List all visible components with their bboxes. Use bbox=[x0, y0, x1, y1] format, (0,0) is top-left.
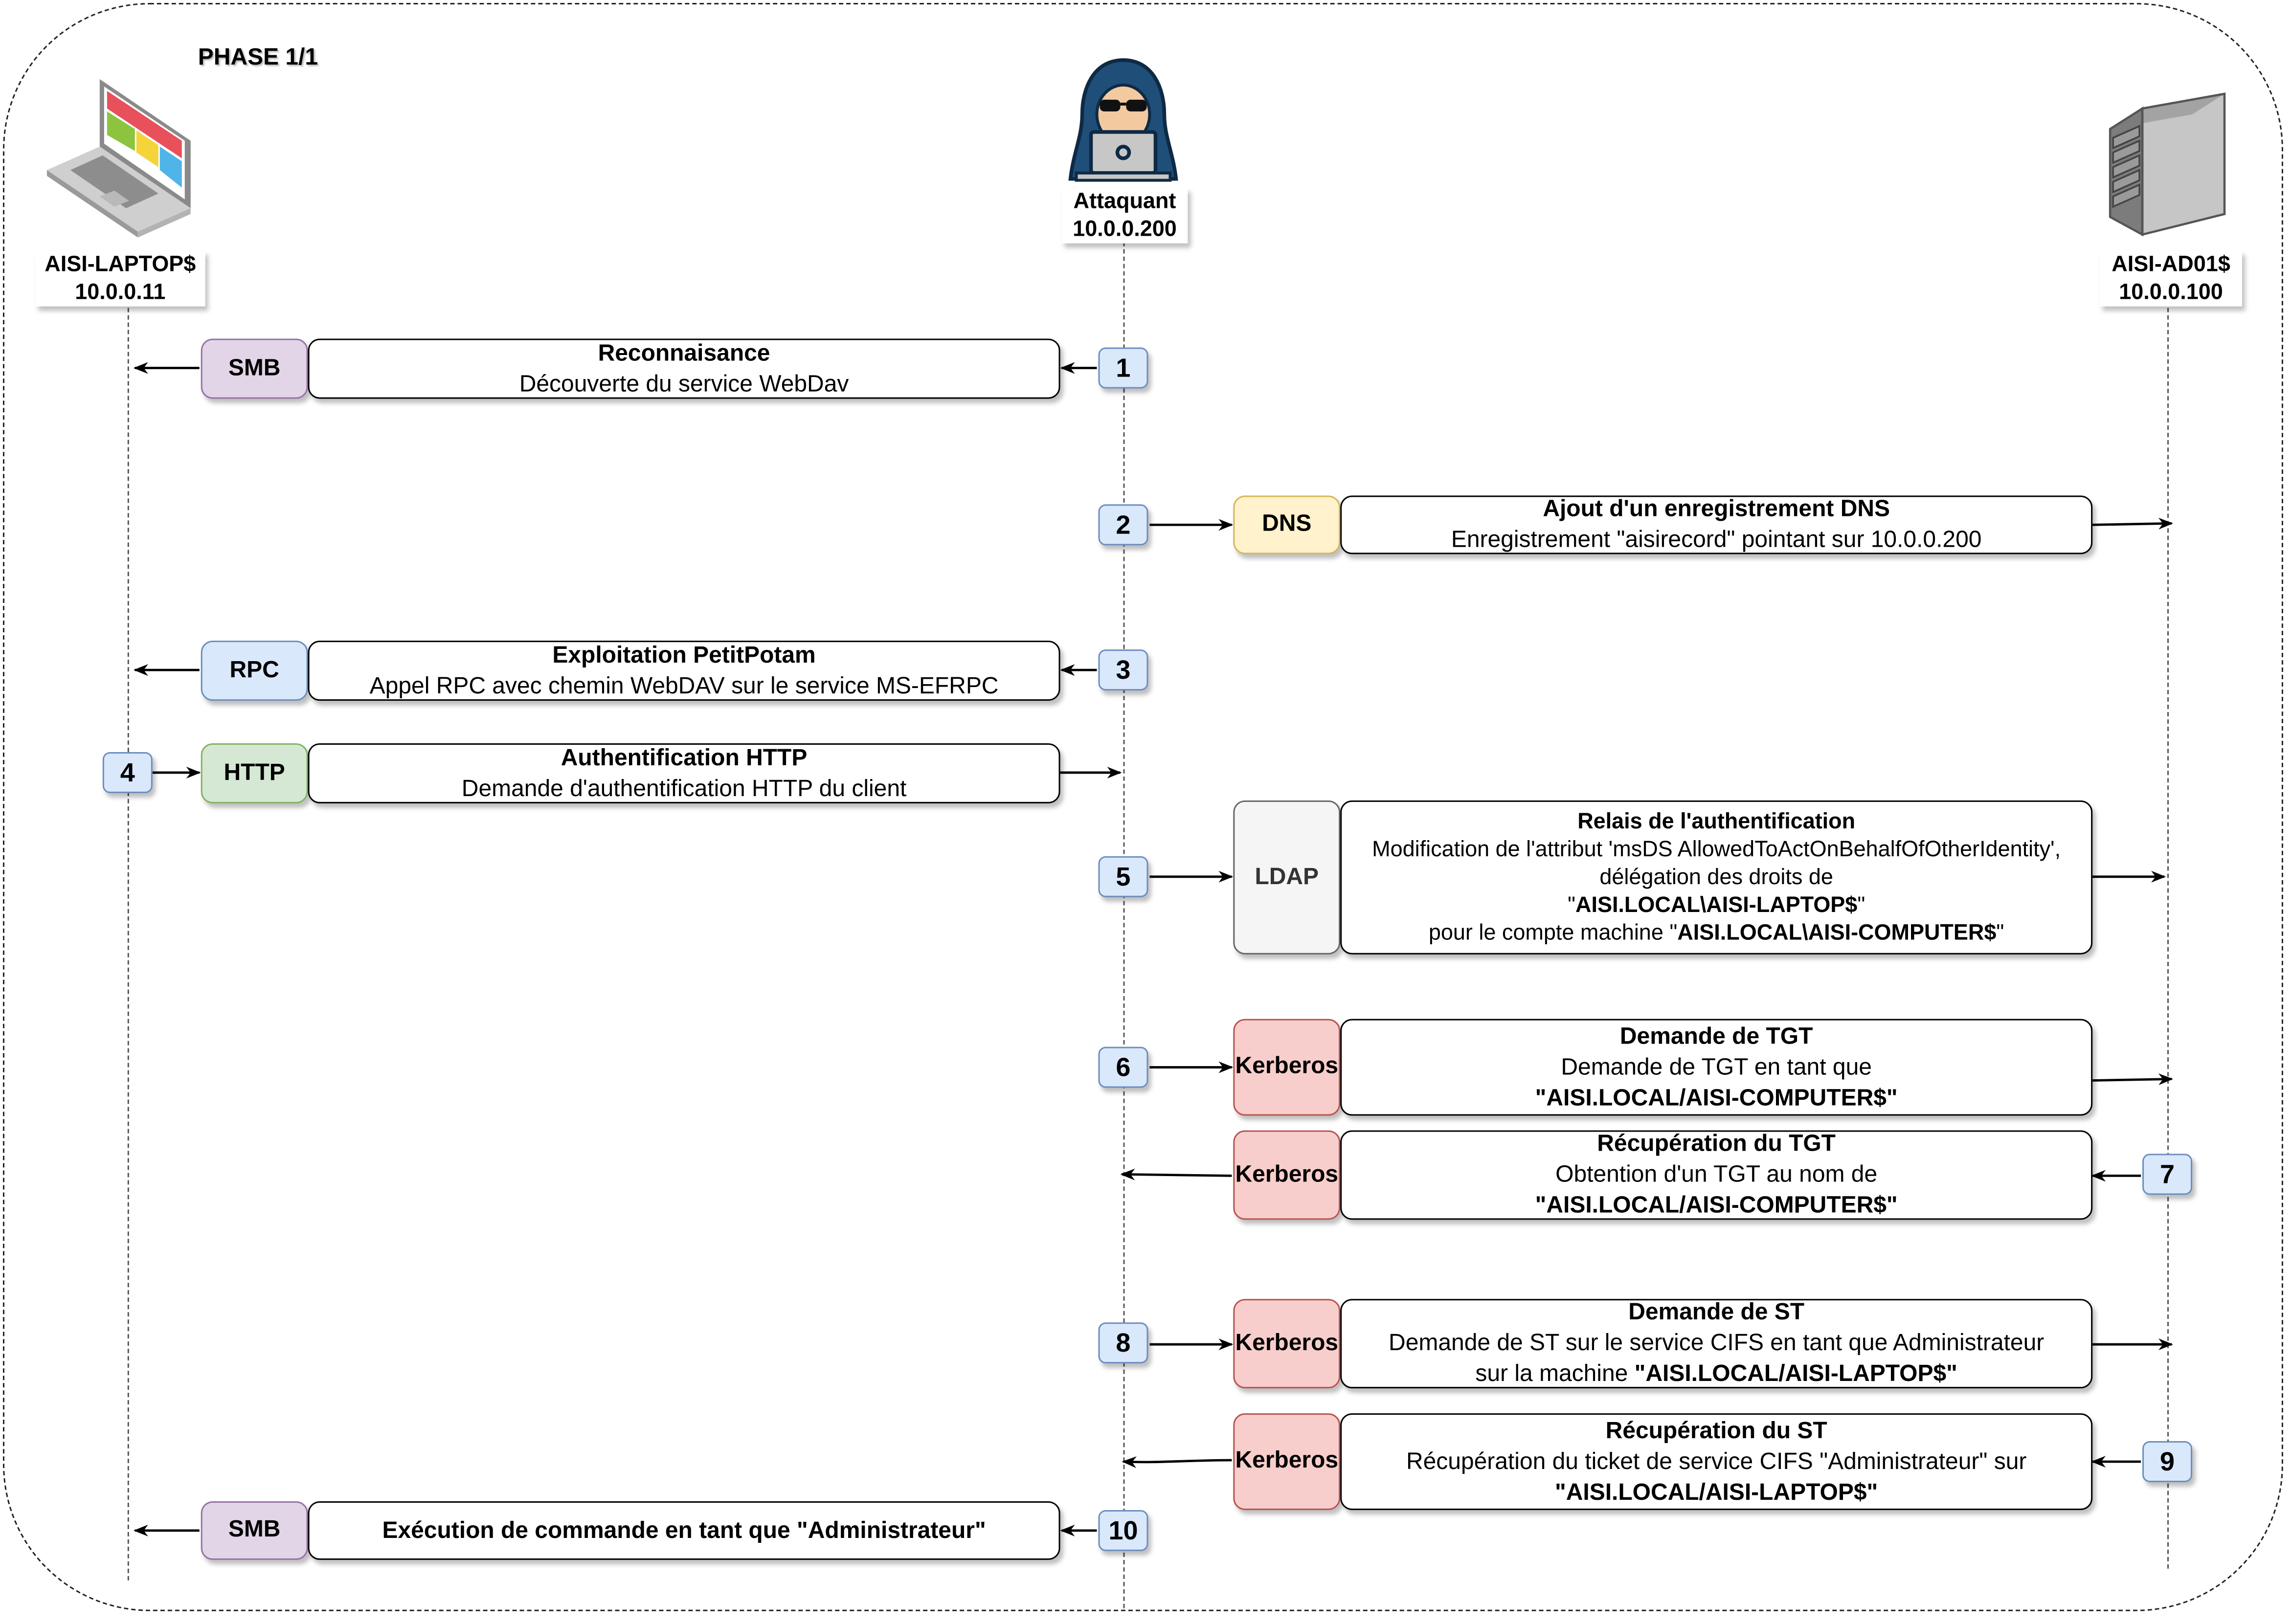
message-line-5d-text: pour le compte machine " bbox=[1428, 920, 1678, 946]
step-number-5: 5 bbox=[1098, 856, 1148, 897]
step-number-3: 3 bbox=[1098, 649, 1148, 691]
arrow-step-6-dc bbox=[2092, 1073, 2174, 1086]
message-box-1: Reconnaisance Découverte du service WebD… bbox=[308, 338, 1060, 399]
message-box-7: Récupération du TGT Obtention d'un TGT a… bbox=[1340, 1130, 2093, 1220]
lifeline-attacker bbox=[1123, 242, 1125, 1608]
message-line-6: Demande de TGT en tant que bbox=[1561, 1055, 1872, 1080]
message-line-9: Récupération du ticket de service CIFS "… bbox=[1406, 1449, 2027, 1474]
protocol-kerberos: Kerberos bbox=[1233, 1130, 1341, 1220]
message-bold-9: "AISI.LOCAL/AISI-LAPTOP$" bbox=[1555, 1480, 1878, 1505]
protocol-kerberos: Kerberos bbox=[1233, 1299, 1341, 1389]
dc-label: AISI-AD01$ 10.0.0.100 bbox=[2100, 250, 2242, 307]
protocol-smb: SMB bbox=[201, 1501, 308, 1560]
arrow-step-9-attacker bbox=[1122, 1456, 1232, 1468]
message-box-9: Récupération du ST Récupération du ticke… bbox=[1340, 1413, 2093, 1510]
message-box-8: Demande de ST Demande de ST sur le servi… bbox=[1340, 1299, 2093, 1390]
message-title-2: Ajout d'un enregistrement DNS bbox=[1543, 497, 1890, 522]
laptop-identity: AISI.LOCAL\AISI-LAPTOP$ bbox=[1575, 892, 1858, 918]
step-number-1: 1 bbox=[1098, 347, 1148, 389]
message-title-10: Exécution de commande en tant que "Admin… bbox=[382, 1518, 986, 1543]
message-title-8: Demande de ST bbox=[1628, 1300, 1805, 1326]
hacker-icon bbox=[1065, 56, 1182, 182]
message-line-1: Découverte du service WebDav bbox=[519, 371, 849, 397]
message-bold-7: "AISI.LOCAL/AISI-COMPUTER$" bbox=[1535, 1193, 1898, 1219]
step-number-8: 8 bbox=[1098, 1322, 1148, 1364]
protocol-smb: SMB bbox=[201, 338, 308, 399]
message-box-3: Exploitation PetitPotam Appel RPC avec c… bbox=[308, 641, 1060, 701]
message-line-8b: sur la machine "AISI.LOCAL/AISI-LAPTOP$" bbox=[1475, 1359, 1957, 1390]
step-number-10: 10 bbox=[1098, 1510, 1148, 1551]
step-number-4: 4 bbox=[102, 752, 153, 793]
protocol-rpc: RPC bbox=[201, 641, 308, 701]
step-number-7: 7 bbox=[2142, 1154, 2193, 1195]
protocol-ldap: LDAP bbox=[1233, 800, 1341, 955]
protocol-dns: DNS bbox=[1233, 495, 1341, 555]
attacker-ip: 10.0.0.200 bbox=[1073, 217, 1177, 242]
message-title-9: Récupération du ST bbox=[1605, 1418, 1827, 1444]
laptop-label: AISI-LAPTOP$ 10.0.0.11 bbox=[35, 250, 205, 307]
message-line-8b-text: sur la machine bbox=[1475, 1362, 1635, 1387]
protocol-http: HTTP bbox=[201, 743, 308, 803]
message-line-5b: délégation des droits de bbox=[1599, 865, 1833, 890]
protocol-kerberos: Kerberos bbox=[1233, 1413, 1341, 1510]
message-title-6: Demande de TGT bbox=[1619, 1024, 1813, 1049]
message-line-5c: "AISI.LOCAL\AISI-LAPTOP$" bbox=[1568, 891, 1865, 919]
laptop-ip: 10.0.0.11 bbox=[75, 280, 166, 305]
attacker-label: Attaquant 10.0.0.200 bbox=[1061, 187, 1188, 244]
message-line-5d: pour le compte machine "AISI.LOCAL\AISI-… bbox=[1429, 919, 2004, 947]
step-number-2: 2 bbox=[1098, 504, 1148, 546]
computer-identity: AISI.LOCAL\AISI-COMPUTER$ bbox=[1677, 920, 1997, 946]
laptop-icon bbox=[44, 73, 198, 238]
quote-close: " bbox=[1857, 892, 1865, 918]
quote-open: " bbox=[1568, 892, 1575, 918]
attacker-name: Attaquant bbox=[1073, 189, 1176, 214]
lifeline-dc bbox=[2167, 300, 2169, 1569]
dc-name: AISI-AD01$ bbox=[2112, 252, 2230, 277]
message-bold-8: "AISI.LOCAL/AISI-LAPTOP$" bbox=[1634, 1362, 1957, 1387]
message-box-10: Exécution de commande en tant que "Admin… bbox=[308, 1501, 1060, 1560]
message-title-3: Exploitation PetitPotam bbox=[552, 643, 816, 668]
message-line-2: Enregistrement "aisirecord" pointant sur… bbox=[1451, 528, 1982, 553]
message-title-1: Reconnaisance bbox=[598, 341, 770, 366]
protocol-kerberos: Kerberos bbox=[1233, 1019, 1341, 1116]
message-box-5: Relais de l'authentification Modificatio… bbox=[1340, 800, 2093, 955]
message-line-5a: Modification de l'attribut 'msDS Allowed… bbox=[1372, 837, 2061, 862]
message-title-7: Récupération du TGT bbox=[1597, 1132, 1836, 1157]
step-number-9: 9 bbox=[2142, 1441, 2193, 1482]
lifeline-laptop bbox=[127, 300, 129, 1580]
message-box-4: Authentification HTTP Demande d'authenti… bbox=[308, 743, 1060, 803]
step-number-6: 6 bbox=[1098, 1046, 1148, 1088]
message-line-4: Demande d'authentification HTTP du clien… bbox=[461, 776, 907, 801]
message-line-3: Appel RPC avec chemin WebDAV sur le serv… bbox=[369, 673, 999, 699]
server-icon bbox=[2107, 88, 2230, 241]
message-box-6: Demande de TGT Demande de TGT en tant qu… bbox=[1340, 1019, 2093, 1116]
message-bold-6: "AISI.LOCAL/AISI-COMPUTER$" bbox=[1535, 1086, 1898, 1111]
laptop-name: AISI-LAPTOP$ bbox=[45, 252, 196, 277]
message-line-5d-end: " bbox=[1996, 920, 2004, 946]
message-box-2: Ajout d'un enregistrement DNS Enregistre… bbox=[1340, 495, 2093, 555]
message-title-5: Relais de l'authentification bbox=[1577, 809, 1856, 834]
arrow-step-2-dc bbox=[2092, 517, 2174, 530]
message-title-4: Authentification HTTP bbox=[561, 745, 808, 771]
message-line-7: Obtention d'un TGT au nom de bbox=[1555, 1162, 1878, 1188]
message-line-8a: Demande de ST sur le service CIFS en tan… bbox=[1389, 1331, 2045, 1357]
phase-label: PHASE 1/1 bbox=[198, 45, 318, 70]
arrow-step-7-attacker bbox=[1120, 1168, 1232, 1180]
dc-ip: 10.0.0.100 bbox=[2119, 280, 2223, 305]
